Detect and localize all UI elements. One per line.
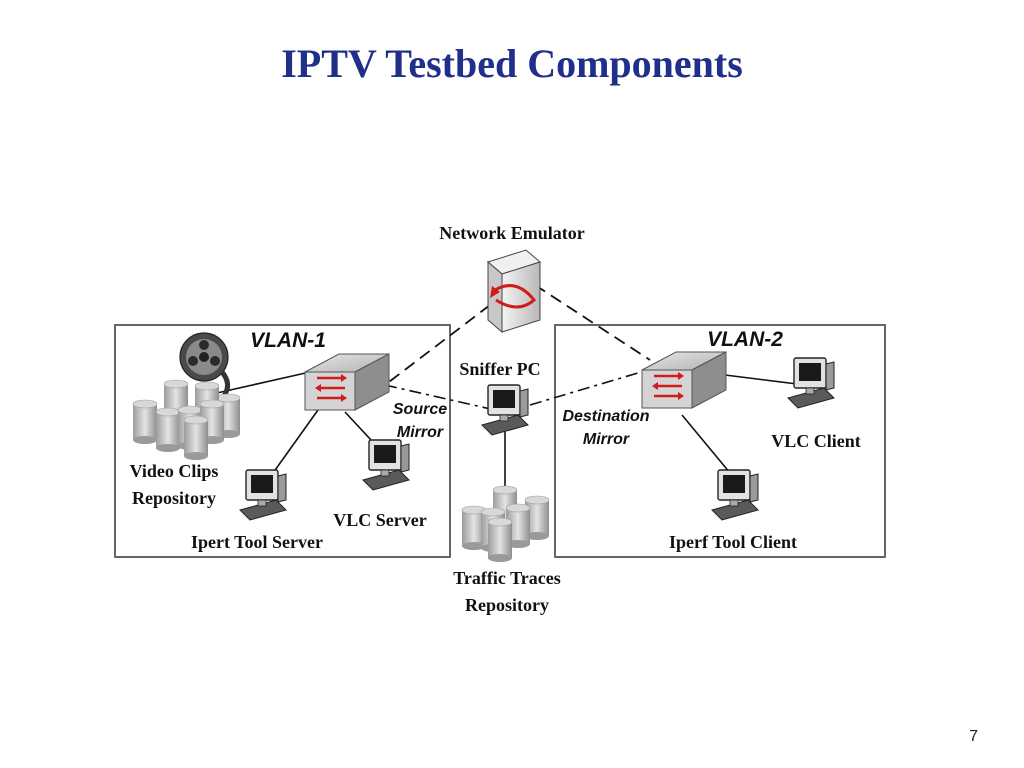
video-clips-label-line2: Repository (132, 488, 216, 508)
vlan2-switch-icon (640, 350, 728, 410)
slide-title: IPTV Testbed Components (281, 41, 743, 86)
sniffer-pc-label: Sniffer PC (459, 359, 540, 379)
vlan2-box (554, 324, 886, 558)
ipert-tool-server-pc-icon (239, 469, 287, 521)
destination-mirror-label-line1: Destination (562, 408, 649, 425)
vlan2-label: VLAN-2 (707, 328, 783, 351)
source-mirror-label-line1: Source (393, 401, 447, 418)
network-emulator-label: Network Emulator (439, 223, 584, 243)
vlc-server-label: VLC Server (333, 510, 426, 530)
vlc-client-pc-icon (787, 357, 835, 409)
vlan1-label: VLAN-1 (250, 329, 326, 352)
vlc-server-pc-icon (362, 439, 410, 491)
traffic-traces-label-line1: Traffic Traces (453, 568, 560, 588)
vlan1-switch-icon (303, 352, 391, 412)
vlan1-box (114, 324, 451, 558)
source-mirror-label-line2: Mirror (397, 424, 444, 441)
vlc-client-label: VLC Client (771, 431, 861, 451)
page-number: 7 (969, 728, 978, 745)
destination-mirror-label-line2: Mirror (583, 431, 630, 448)
iperf-tool-client-pc-icon (711, 469, 759, 521)
iperf-tool-client-label: Iperf Tool Client (669, 532, 797, 552)
traffic-traces-repository-icon (461, 485, 550, 563)
network-emulator-icon (486, 249, 542, 334)
sniffer-pc-icon (481, 384, 529, 436)
video-clips-label-line1: Video Clips (130, 461, 219, 481)
traffic-traces-label-line2: Repository (465, 595, 549, 615)
ipert-tool-server-label: Ipert Tool Server (191, 532, 323, 552)
